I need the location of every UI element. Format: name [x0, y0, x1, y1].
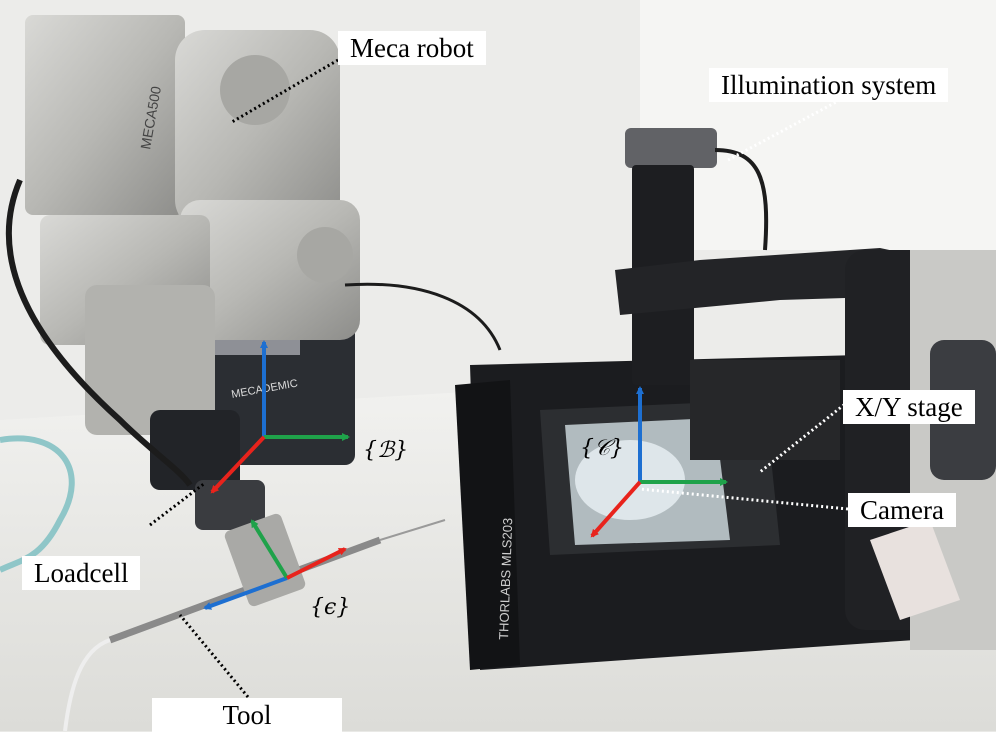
tube — [0, 435, 75, 573]
label-camera: Camera — [848, 493, 956, 527]
tool-instrument — [63, 513, 446, 731]
frame-tool-axes — [203, 519, 347, 610]
frame-camera-axes — [590, 386, 728, 538]
meca-robot-arm — [5, 15, 502, 530]
base-x-axis — [210, 435, 266, 494]
label-tool: Tool — [152, 698, 342, 732]
label-illumination-system: Illumination system — [709, 68, 949, 102]
tool-x-axis — [286, 547, 347, 580]
label-xy-stage: X/Y stage — [843, 390, 975, 424]
frame-label-base: {ℬ} — [363, 438, 409, 463]
tool-z-axis — [203, 576, 288, 610]
label-loadcell: Loadcell — [22, 556, 141, 590]
frame-base-axes — [210, 340, 350, 494]
leader-illumination — [727, 98, 841, 162]
frame-label-camera: {𝒞} — [580, 436, 625, 461]
stage-brand-text: THORLABS MLS203 — [496, 518, 515, 641]
wall-panel — [640, 0, 996, 250]
camera-x-axis — [590, 480, 642, 538]
frame-label-tool: {ϵ} — [310, 595, 351, 620]
tool-y-axis — [250, 519, 289, 580]
label-meca-robot: Meca robot — [338, 31, 486, 65]
leader-loadcell — [149, 481, 206, 527]
leader-meca-robot — [231, 58, 339, 124]
